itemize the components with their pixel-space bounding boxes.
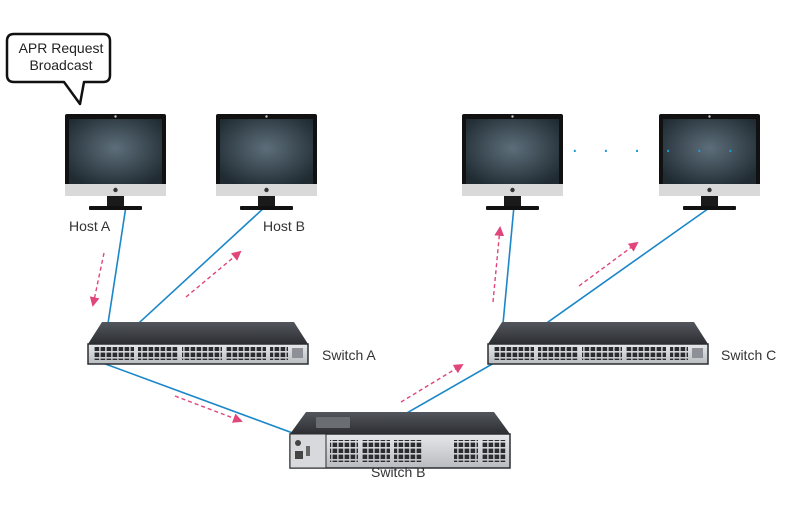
host-b-monitor-icon bbox=[216, 114, 317, 210]
switch-b-label: Switch B bbox=[371, 464, 426, 480]
arrow-switchC-to-hostC bbox=[492, 226, 505, 303]
host-d-monitor-icon bbox=[659, 114, 760, 210]
speech-bubble bbox=[5, 32, 112, 106]
broadcast-arrows bbox=[89, 226, 639, 423]
switch-c-label: Switch C bbox=[721, 347, 777, 363]
host-b-label: Host B bbox=[263, 218, 306, 234]
callout-line-2: Broadcast bbox=[29, 57, 93, 73]
switch-a-icon bbox=[87, 321, 309, 365]
switch-b-icon bbox=[289, 412, 511, 469]
arrow-switchA-to-switchB bbox=[174, 395, 243, 423]
arrow-hostA-to-switchA bbox=[89, 252, 105, 307]
arrow-switchC-to-hostD bbox=[578, 241, 639, 287]
callout-line-1: APR Request bbox=[18, 40, 104, 56]
host-a-label: Host A bbox=[69, 218, 111, 234]
arrow-switchA-to-hostB bbox=[185, 250, 242, 298]
host-a-monitor-icon bbox=[65, 114, 166, 210]
switch-a-label: Switch A bbox=[322, 347, 376, 363]
host-c-monitor-icon bbox=[462, 114, 563, 210]
arrow-switchB-to-switchC bbox=[400, 363, 464, 403]
switch-c-icon bbox=[487, 321, 709, 365]
callout-text: APR Request Broadcast bbox=[12, 40, 110, 74]
more-hosts-ellipsis: . . . . . . bbox=[572, 135, 744, 157]
